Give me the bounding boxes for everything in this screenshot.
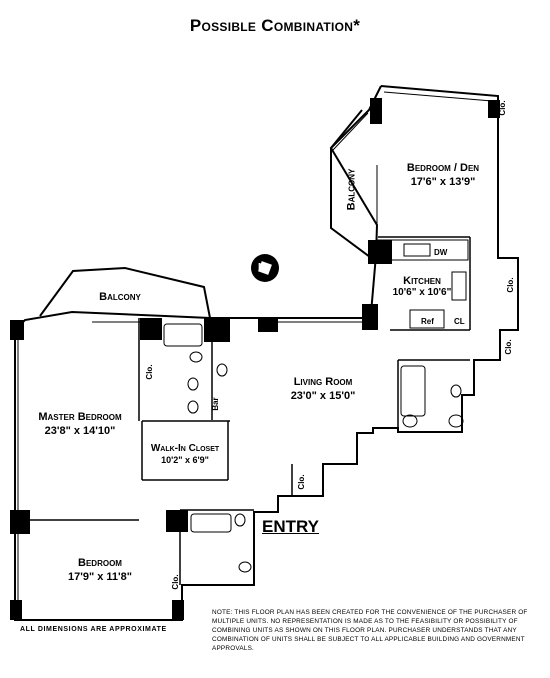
stove (451, 271, 467, 301)
column (172, 600, 184, 620)
closet-label: Clo. (506, 277, 515, 293)
compass-letter: N (258, 262, 266, 273)
closet-label: Clo. (504, 339, 513, 355)
entry-label: ENTRY (262, 517, 319, 536)
toilet (234, 513, 246, 527)
toilet (448, 414, 464, 428)
plan-title: Possible Combination* (189, 16, 361, 35)
balcony-label-side: Balcony (345, 168, 358, 211)
bedroom-dims: 17'9" x 11'8" (68, 571, 132, 583)
master-bedroom-dims: 23'8" x 14'10" (44, 425, 116, 437)
bedroom-den-name: Bedroom / Den (406, 162, 480, 174)
closet-label: Clo. (297, 474, 306, 490)
column (362, 304, 378, 330)
bedroom-den-dims: 17'6" x 13'9" (410, 176, 476, 188)
closet-label: Clo. (145, 364, 154, 380)
column (370, 98, 382, 124)
bathtub (163, 323, 203, 347)
living-room-dims: 23'0" x 15'0" (290, 390, 356, 402)
sink (216, 363, 228, 377)
toilet (189, 351, 203, 363)
window-den-top (383, 91, 493, 102)
dw-label: DW (434, 248, 448, 257)
column (258, 318, 278, 332)
compass-icon (251, 254, 279, 282)
kitchen-dims: 10'6" x 10'6" (392, 287, 452, 298)
balcony-top-outline (39, 266, 211, 319)
column (140, 318, 162, 340)
ref-label: Ref (421, 317, 434, 326)
bar-label: Bar (211, 397, 220, 411)
bathtub (400, 365, 426, 417)
refrigerator (409, 309, 445, 329)
kitchen-sink (403, 243, 431, 257)
disclaimer-note: NOTE: This floor plan has been created f… (212, 609, 528, 652)
toilet (402, 414, 418, 428)
closet-label: Clo. (498, 100, 507, 116)
walk-in-closet-dims: 10'2" x 6'9" (161, 455, 209, 465)
column (10, 600, 22, 620)
sink (238, 561, 252, 573)
column (204, 318, 230, 342)
walk-in-closet-name: Walk-In Closet (150, 443, 220, 454)
sink (450, 384, 462, 398)
column (166, 510, 188, 532)
dimensions-note: All dimensions are approximate (20, 626, 167, 633)
column (10, 320, 24, 340)
window-den-diag (332, 112, 369, 151)
bathtub (190, 513, 232, 533)
bedroom-name: Bedroom (78, 557, 122, 569)
master-bedroom-name: Master Bedroom (38, 411, 122, 423)
column (488, 100, 500, 118)
sink (187, 400, 199, 414)
living-room-name: Living Room (293, 376, 353, 388)
balcony-side-outline (330, 109, 379, 264)
kitchen-counter (377, 239, 469, 261)
cl-label: CL (454, 317, 465, 326)
sink (187, 377, 199, 391)
column (10, 510, 30, 534)
closet-label: Clo. (171, 574, 180, 590)
kitchen-name: Kitchen (403, 275, 441, 287)
balcony-label: Balcony (99, 291, 141, 303)
